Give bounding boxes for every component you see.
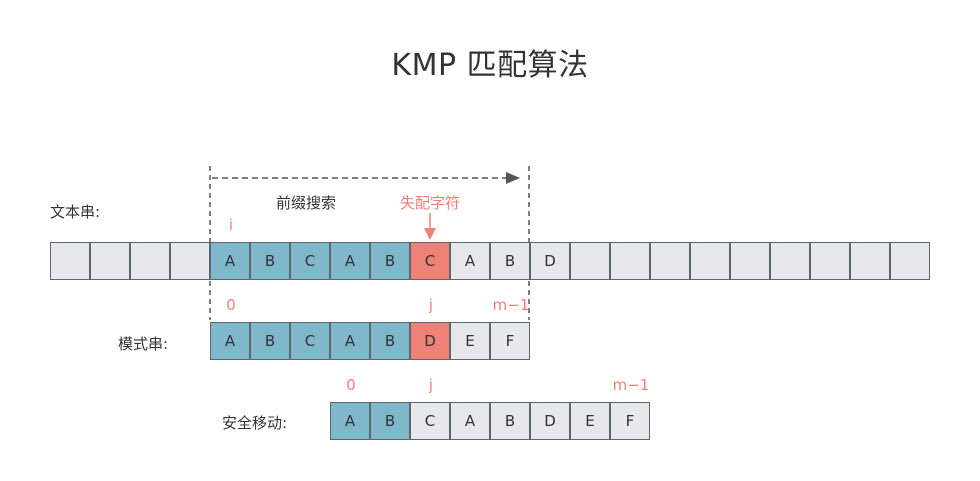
page-title: KMP 匹配算法 xyxy=(391,48,589,83)
shift-cell: A xyxy=(330,402,370,440)
pattern-index-0: 0 xyxy=(226,296,236,314)
shift-cell: D xyxy=(530,402,570,440)
text-cell xyxy=(610,242,650,280)
text-cell xyxy=(90,242,130,280)
text-cell xyxy=(810,242,850,280)
text-cell: B xyxy=(250,242,290,280)
pattern-index-j: j xyxy=(428,296,434,314)
shift-cell: B xyxy=(370,402,410,440)
pattern-cell: C xyxy=(290,322,330,360)
pattern-cell: F xyxy=(490,322,530,360)
shift-cell: A xyxy=(450,402,490,440)
text-cell: B xyxy=(370,242,410,280)
text-index-i: i xyxy=(228,216,234,234)
text-cell: C xyxy=(290,242,330,280)
pattern-cell: D xyxy=(410,322,450,360)
prefix-search-label: 前缀搜索 xyxy=(276,194,337,212)
text-cell: A xyxy=(330,242,370,280)
shift-cell: E xyxy=(570,402,610,440)
pattern-cell: A xyxy=(330,322,370,360)
text-cell: B xyxy=(490,242,530,280)
text-cell xyxy=(730,242,770,280)
pattern-cell: B xyxy=(370,322,410,360)
shift-index-m-1: m−1 xyxy=(612,376,650,394)
text-cell: A xyxy=(210,242,250,280)
text-cell xyxy=(890,242,930,280)
text-cell xyxy=(770,242,810,280)
text-cell xyxy=(690,242,730,280)
text-row-label: 文本串: xyxy=(50,203,101,221)
shift-index-0: 0 xyxy=(346,376,356,394)
pattern-cell: A xyxy=(210,322,250,360)
text-cell xyxy=(130,242,170,280)
mismatch-arrowhead xyxy=(424,228,436,240)
text-cell xyxy=(650,242,690,280)
text-cell: D xyxy=(530,242,570,280)
text-cell: C xyxy=(410,242,450,280)
pattern-cell: B xyxy=(250,322,290,360)
shift-cell: B xyxy=(490,402,530,440)
shift-cell: C xyxy=(410,402,450,440)
pattern-cell: E xyxy=(450,322,490,360)
text-cell xyxy=(850,242,890,280)
shift-row-label: 安全移动: xyxy=(222,414,288,432)
shift-cell: F xyxy=(610,402,650,440)
pattern-index-m-1: m−1 xyxy=(492,296,530,314)
text-cell xyxy=(170,242,210,280)
prefix-search-arrowhead xyxy=(506,172,520,184)
shift-index-j: j xyxy=(428,376,434,394)
text-cell xyxy=(50,242,90,280)
mismatch-label: 失配字符 xyxy=(400,194,461,212)
text-cell: A xyxy=(450,242,490,280)
text-cell xyxy=(570,242,610,280)
pattern-row-label: 模式串: xyxy=(118,335,169,353)
